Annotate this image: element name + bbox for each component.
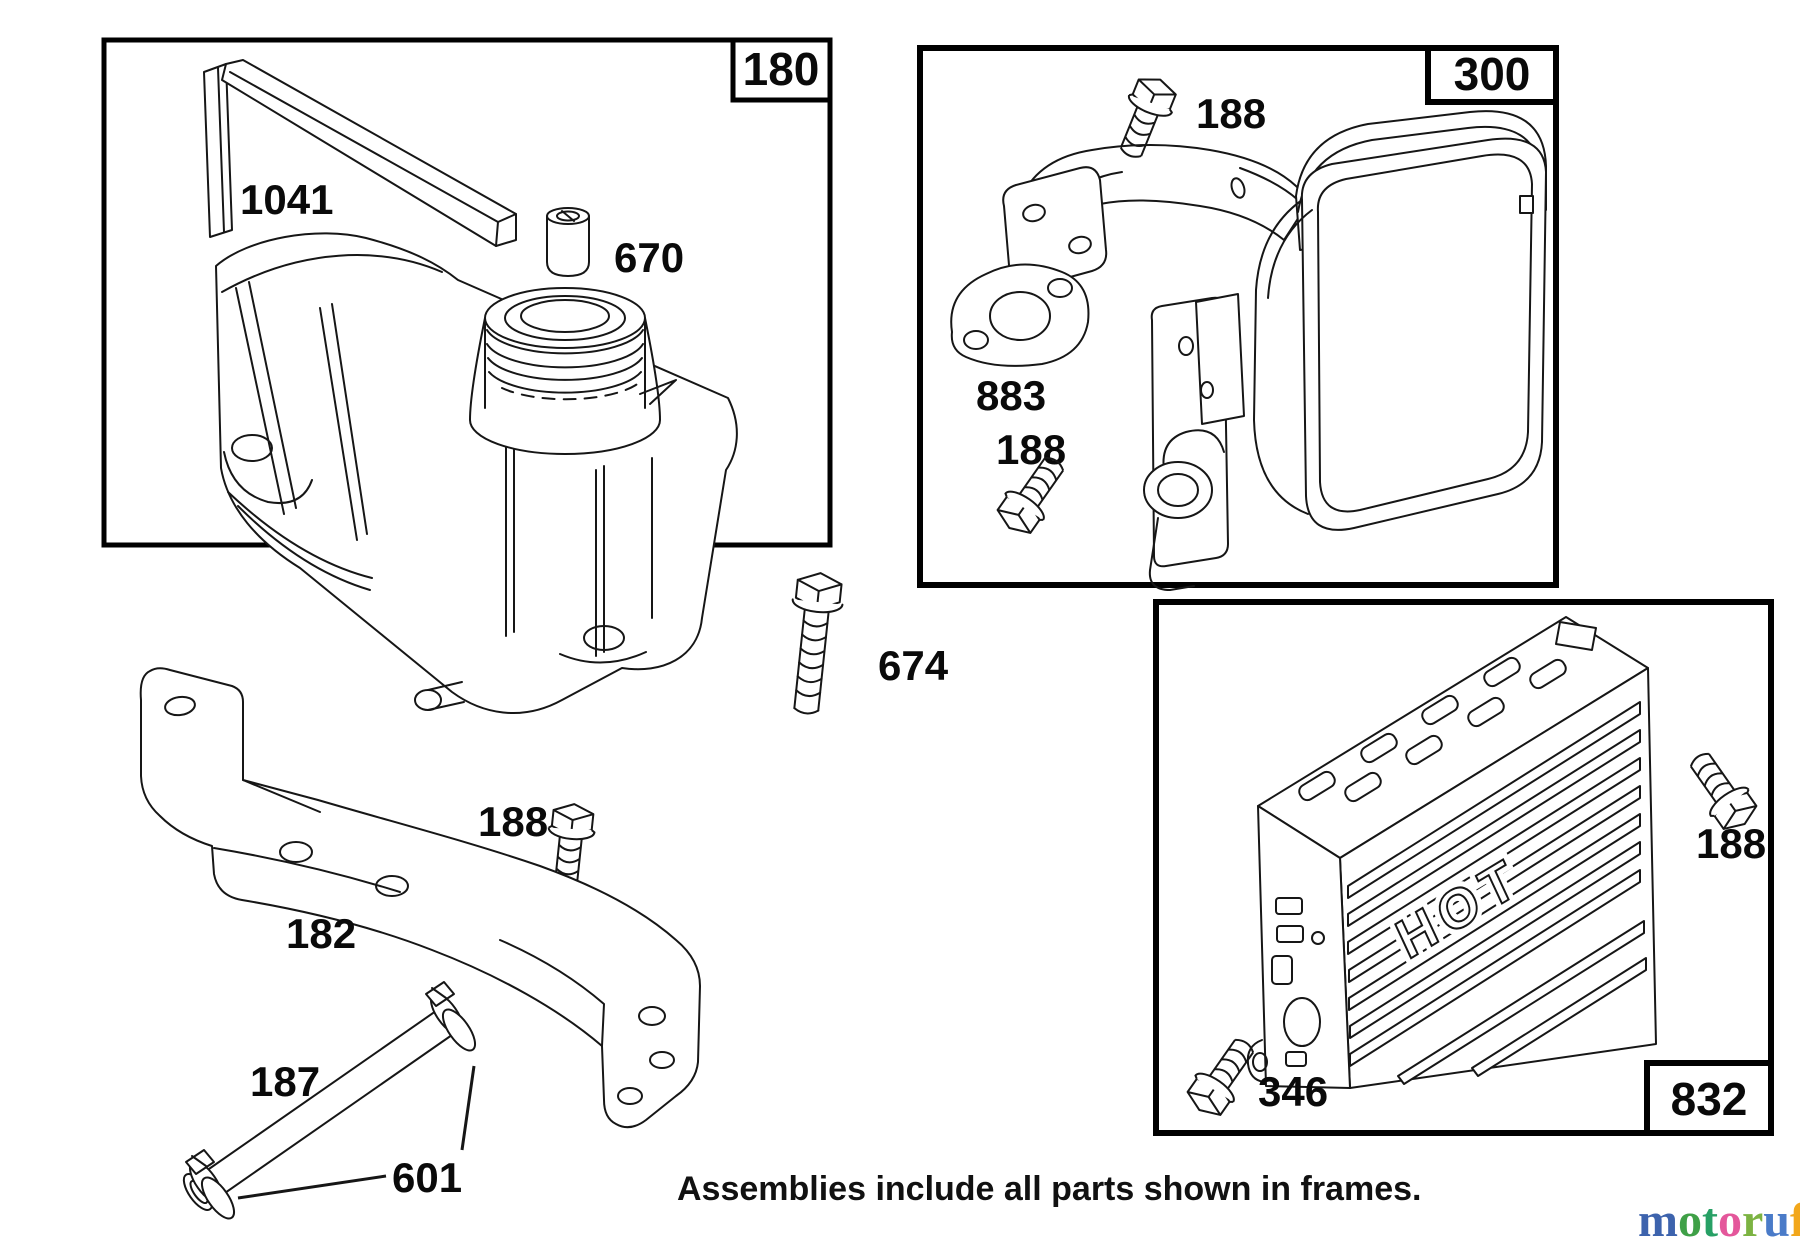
logo-letter: u: [1763, 1194, 1790, 1242]
exhaust-manifold-drawing: [1002, 144, 1311, 291]
frame-number-180: 180: [743, 43, 820, 95]
part-label-188-shield: 188: [1696, 820, 1766, 867]
part-label-188-muffler: 188: [1196, 90, 1266, 137]
support-rod-drawing: [203, 59, 517, 247]
frame-number-300: 300: [1454, 48, 1531, 100]
leader-line-601-lower: [237, 1174, 387, 1200]
bolt-674-drawing: [791, 572, 844, 715]
footer-caption: Assemblies include all parts shown in fr…: [677, 1170, 1421, 1208]
frame-832: 832: [1153, 599, 1774, 1136]
spacer-drawing: [546, 207, 590, 277]
part-label-1041: 1041: [240, 176, 333, 223]
fuel-line-drawing: [182, 1003, 463, 1211]
part-label-188-manifold: 188: [996, 426, 1066, 473]
fuel-tank-drawing: [215, 232, 738, 715]
logo-letter: m: [1638, 1194, 1678, 1242]
logo-letter: r: [1742, 1194, 1763, 1242]
muffler-drawing: [1143, 110, 1547, 591]
part-label-674: 674: [878, 642, 949, 689]
heat-shield-drawing: HOT HOT: [1246, 616, 1657, 1089]
logo-letter: f: [1790, 1194, 1800, 1242]
leader-line-601-upper: [460, 1065, 476, 1151]
part-label-883: 883: [976, 372, 1046, 419]
part-label-188-bracket: 188: [478, 798, 548, 845]
logo-letter: o: [1718, 1194, 1742, 1242]
hose-clamp-upper-drawing: [425, 981, 477, 1052]
part-label-601: 601: [392, 1154, 462, 1201]
bracket-drawing: [139, 667, 701, 1129]
frame-number-832: 832: [1671, 1073, 1748, 1125]
hose-clamp-lower-drawing: [185, 1149, 236, 1220]
part-label-670: 670: [614, 234, 684, 281]
logo-letter: t: [1702, 1194, 1718, 1242]
part-label-187: 187: [250, 1058, 320, 1105]
part-label-346: 346: [1258, 1068, 1328, 1115]
exhaust-gasket-drawing: [950, 263, 1090, 367]
motoruf-logo[interactable]: motoruf.de: [1638, 1194, 1800, 1242]
frame-300: 300: [917, 45, 1559, 588]
part-label-182: 182: [286, 910, 356, 957]
logo-letter: o: [1678, 1194, 1702, 1242]
